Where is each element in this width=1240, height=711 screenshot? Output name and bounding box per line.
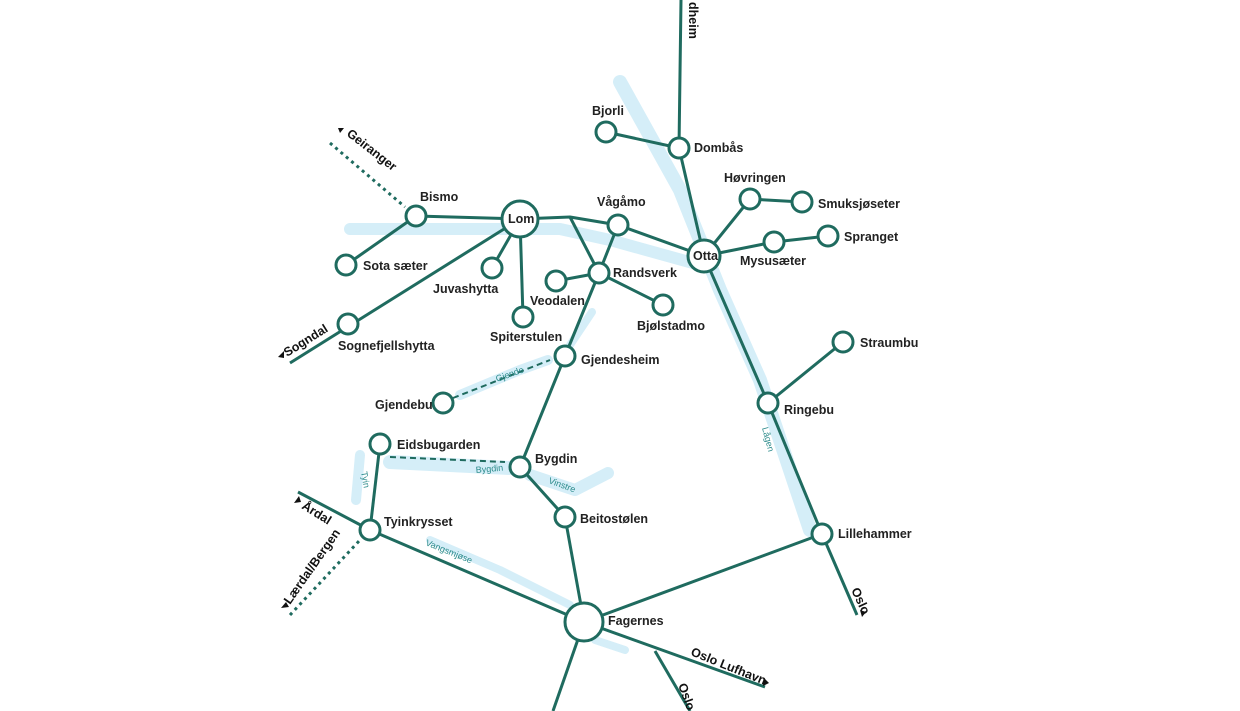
arrow-icon xyxy=(860,610,866,617)
water-lake-gjende xyxy=(455,355,553,400)
label-beitostolen: Beitostølen xyxy=(580,512,648,526)
label-spranget: Spranget xyxy=(844,230,899,244)
station-dombas xyxy=(667,136,691,160)
label-bismo: Bismo xyxy=(420,190,459,204)
station-randsverk xyxy=(587,261,611,285)
station-beitostolen xyxy=(553,505,577,529)
station-mysusaeter xyxy=(762,230,786,254)
label-mysusaeter: Mysusæter xyxy=(740,254,806,268)
station-bismo xyxy=(404,204,428,228)
label-sognefjellshytta: Sognefjellshytta xyxy=(338,339,436,353)
station-vagamo xyxy=(606,213,630,237)
route-bjorli xyxy=(605,130,680,150)
arrow-icon xyxy=(278,351,284,358)
water-label-tyin: Tyin xyxy=(359,471,372,489)
label-fagernes: Fagernes xyxy=(608,614,664,628)
water-lake-tyin xyxy=(351,450,365,505)
route-geiranger xyxy=(329,141,406,209)
route-sota xyxy=(345,214,417,267)
label-bjorli: Bjorli xyxy=(592,104,624,118)
label-ringebu: Ringebu xyxy=(784,403,834,417)
label-vagamo: Vågåmo xyxy=(597,195,646,209)
direction-geiranger: Geiranger xyxy=(344,126,399,173)
label-bygdin: Bygdin xyxy=(535,452,577,466)
label-eidsbugarden: Eidsbugarden xyxy=(397,438,480,452)
water-fagernes-outlet xyxy=(591,636,629,654)
station-veodalen xyxy=(544,269,568,293)
station-ringebu xyxy=(756,391,780,415)
station-spiterstulen xyxy=(511,305,535,329)
route-gjende-boat xyxy=(452,359,551,399)
route-ardal-fagernes xyxy=(297,490,585,624)
route-sogndal xyxy=(289,217,521,365)
direction-oslo-south: Oslo xyxy=(675,681,698,711)
arrow-icon xyxy=(338,128,344,133)
station-sota xyxy=(334,253,358,277)
label-gjendesheim: Gjendesheim xyxy=(581,353,660,367)
label-randsverk: Randsverk xyxy=(613,266,677,280)
station-hovringen xyxy=(738,187,762,211)
station-bjolstadmo xyxy=(651,293,675,317)
route-otta-oslo xyxy=(702,255,859,616)
station-otta xyxy=(686,238,722,274)
station-gjendesheim xyxy=(553,344,577,368)
label-otta: Otta xyxy=(693,249,719,263)
route-laerdal xyxy=(288,538,362,617)
label-sota: Sota sæter xyxy=(363,259,428,273)
label-veodalen: Veodalen xyxy=(530,294,585,308)
label-juvashytta: Juvashytta xyxy=(433,282,499,296)
arrow-icon xyxy=(294,496,301,503)
station-straumbu xyxy=(831,330,855,354)
label-lom: Lom xyxy=(508,212,534,226)
water-lake-bygdin xyxy=(383,455,517,475)
water-lake-vangsmjose xyxy=(426,536,574,609)
label-spiterstulen: Spiterstulen xyxy=(490,330,562,344)
station-sognefjellshytta xyxy=(336,312,360,336)
water-label-bygdin: Bygdin xyxy=(475,463,503,475)
station-fagernes xyxy=(563,601,605,643)
water-lake-vinstre xyxy=(524,467,614,496)
route-oslo-lufthavn xyxy=(583,620,766,689)
route-oslo xyxy=(653,650,692,711)
label-lillehammer: Lillehammer xyxy=(838,527,912,541)
route-fagernes-lillehammer xyxy=(583,532,823,624)
label-hovringen: Høvringen xyxy=(724,171,786,185)
arrow-icon xyxy=(763,678,769,686)
label-gjendebu: Gjendebu xyxy=(375,398,433,412)
route-straumbu xyxy=(767,340,844,405)
water-lake-vaga xyxy=(344,223,706,271)
stations-layer xyxy=(334,120,855,643)
station-eidsbugarden xyxy=(368,432,392,456)
station-smuksjoseter xyxy=(790,190,814,214)
label-tyinkrysset: Tyinkrysset xyxy=(384,515,453,529)
station-tyinkrysset xyxy=(358,518,382,542)
label-straumbu: Straumbu xyxy=(860,336,918,350)
arrow-icon xyxy=(281,602,289,608)
label-dombas: Dombås xyxy=(694,141,743,155)
route-bygdin-boat xyxy=(389,456,506,463)
station-bygdin xyxy=(508,455,532,479)
water-lake-gjende-upper xyxy=(566,308,596,349)
direction-trondheim: dheim xyxy=(686,2,700,39)
route-eidsbugarden xyxy=(368,443,382,531)
label-smuksjoseter: Smuksjøseter xyxy=(818,197,900,211)
direction-oslo-lufthavn: Oslo Lufhavn xyxy=(689,645,768,688)
station-lom xyxy=(500,199,540,239)
station-juvashytta xyxy=(480,256,504,280)
station-lillehammer xyxy=(810,522,834,546)
station-gjendebu xyxy=(431,391,455,415)
station-bjorli xyxy=(594,120,618,144)
label-bjolstadmo: Bjølstadmo xyxy=(637,319,705,333)
water-label-gjende: Gjende xyxy=(494,365,525,384)
station-spranget xyxy=(816,224,840,248)
